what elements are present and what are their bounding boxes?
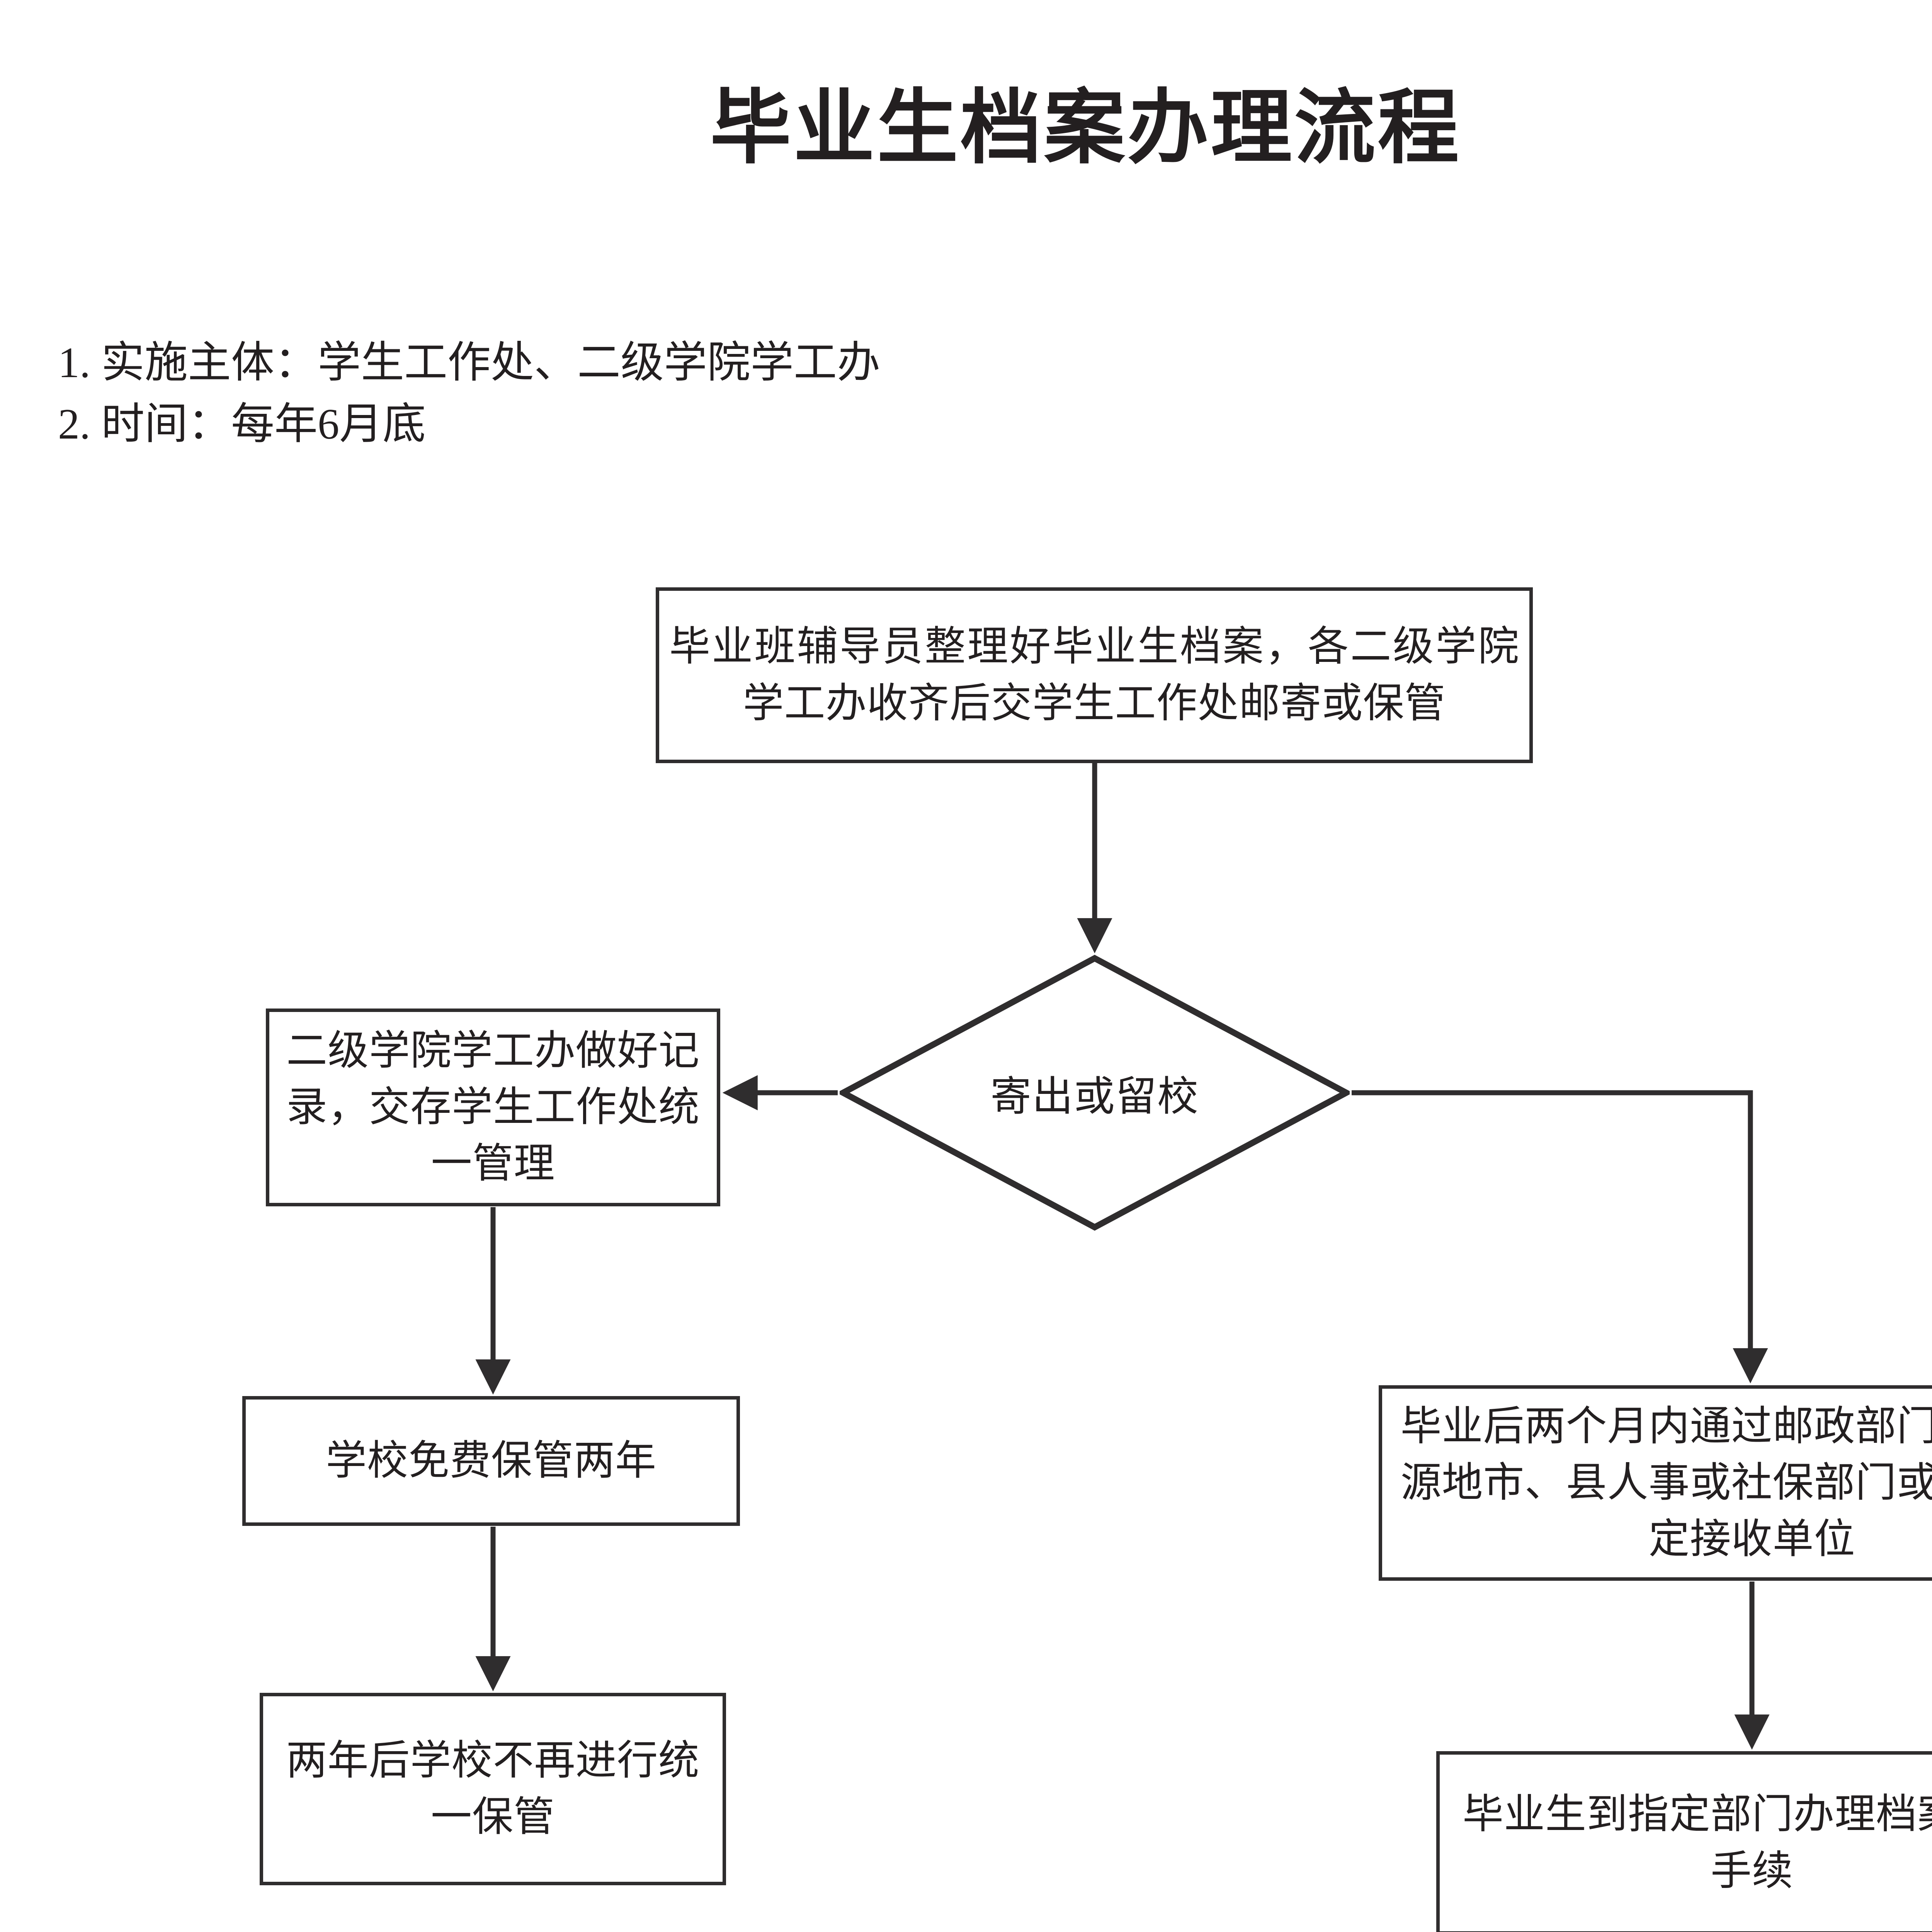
flow-node-after-two-years-label: 两年后学校不再进行统一保管	[286, 1738, 700, 1840]
flow-node-custody-label: 毕业生到指定部门办理档案托管手续	[1463, 1792, 1932, 1894]
diamond-shape	[840, 955, 1350, 1231]
flow-node-after-two-years[interactable]: 两年后学校不再进行统一保管	[260, 1693, 726, 1885]
flow-node-collect[interactable]: 毕业班辅导员整理好毕业生档案，各二级学院学工办收齐后交学生工作处邮寄或保管	[656, 587, 1533, 763]
flow-node-decision[interactable]: 寄出或留校	[840, 955, 1350, 1231]
flow-node-collect-label: 毕业班辅导员整理好毕业生档案，各二级学院学工办收齐后交学生工作处邮寄或保管	[669, 624, 1519, 726]
page-title: 毕业生档案办理流程	[710, 82, 1461, 173]
note-line-time: 2. 时间：每年6月底	[58, 400, 426, 449]
flow-node-mail-out[interactable]: 毕业后两个月内通过邮政部门邮寄回生源地市、县人事或社保部门或毕业生制定接收单位	[1379, 1385, 1932, 1581]
edge-decision-to-mail	[1352, 1090, 1768, 1384]
flow-node-custody[interactable]: 毕业生到指定部门办理档案托管手续	[1436, 1751, 1932, 1932]
flow-node-decision-label: 寄出或留校	[990, 1074, 1199, 1119]
flow-node-keep-two-years-label: 学校免费保管两年	[326, 1438, 656, 1483]
flow-node-keep-two-years[interactable]: 学校免费保管两年	[242, 1396, 740, 1526]
notes-block: 1. 实施主体：学生工作处、二级学院学工办 2. 时间：每年6月底	[58, 332, 1410, 455]
flow-node-mail-out-label: 毕业后两个月内通过邮政部门邮寄回生源地市、县人事或社保部门或毕业生制定接收单位	[1400, 1403, 1932, 1562]
note-line-subject: 1. 实施主体：学生工作处、二级学院学工办	[58, 339, 880, 387]
flow-node-record[interactable]: 二级学院学工办做好记录，交存学生工作处统一管理	[266, 1009, 720, 1206]
flow-node-record-label: 二级学院学工办做好记录，交存学生工作处统一管理	[286, 1028, 700, 1187]
